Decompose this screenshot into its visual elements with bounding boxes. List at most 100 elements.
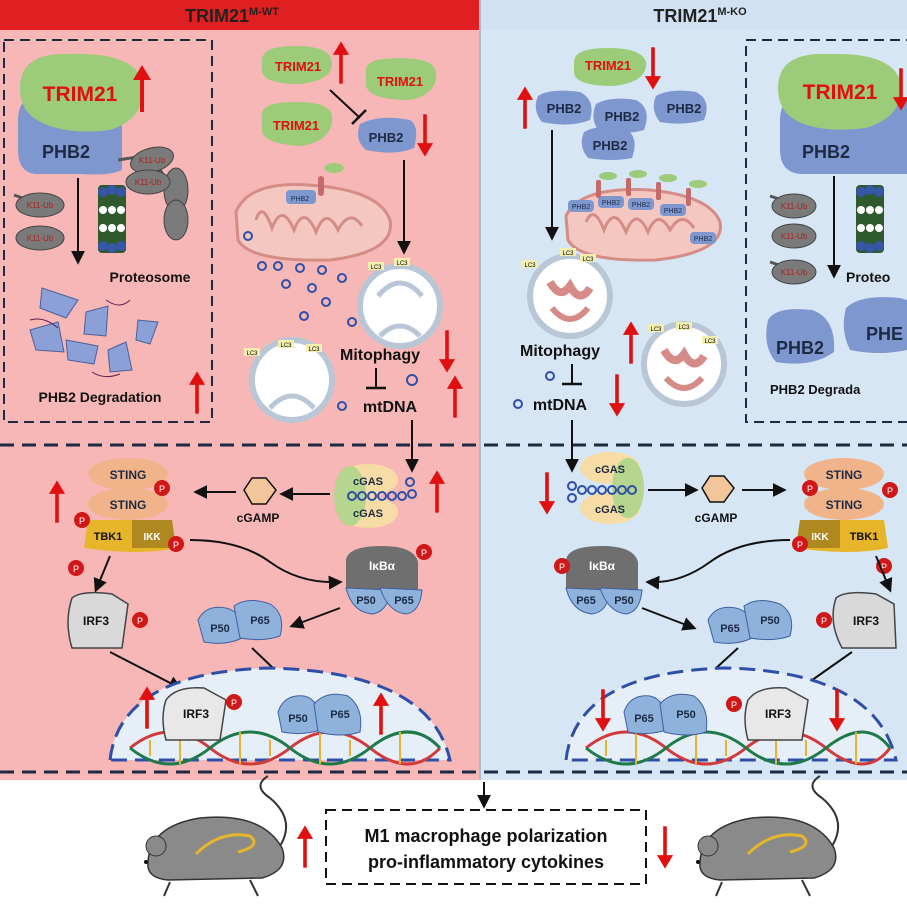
svg-text:IKK: IKK xyxy=(811,532,829,543)
svg-text:P: P xyxy=(559,562,565,572)
svg-text:IRF3: IRF3 xyxy=(853,614,879,628)
svg-text:PHB2: PHB2 xyxy=(776,338,824,358)
svg-text:P50: P50 xyxy=(760,615,780,627)
left-autophagosome-2: LC3 LC3 LC3 xyxy=(244,337,335,423)
left-cgas: cGAS cGAS xyxy=(334,464,417,528)
svg-text:P65: P65 xyxy=(330,709,350,721)
left-proteasome-icon xyxy=(98,185,126,253)
svg-text:K11-Ub: K11-Ub xyxy=(781,268,808,277)
right-header-bar xyxy=(480,0,907,30)
svg-text:K11-Ub: K11-Ub xyxy=(781,232,808,241)
outcome-line-2: pro-inflammatory cytokines xyxy=(368,852,604,872)
svg-text:LC3: LC3 xyxy=(246,351,258,357)
svg-text:P: P xyxy=(231,698,237,708)
right-sting-complex: STING STING IKK TBK1 P P P P xyxy=(792,458,898,574)
svg-text:PHB2: PHB2 xyxy=(572,204,590,211)
mouse-left-icon xyxy=(144,775,288,897)
right-proteasome-icon xyxy=(856,185,884,253)
svg-text:P: P xyxy=(807,484,813,494)
svg-text:K11-Ub: K11-Ub xyxy=(27,201,54,210)
left-phb2-free: PHB2 xyxy=(358,117,417,153)
left-trim21-b: TRIM21 xyxy=(366,58,437,100)
svg-text:P: P xyxy=(731,700,737,710)
left-irf3: IRF3 P xyxy=(67,591,148,649)
left-ikba-complex: IκBα P P50 P65 xyxy=(345,544,432,615)
svg-text:STING: STING xyxy=(110,468,147,482)
right-nucleus: P65 P50 IRF3 P xyxy=(564,666,898,766)
right-autophagosome-1: LC3 LC3 LC3 xyxy=(522,248,613,339)
right-irf3: IRF3 P xyxy=(816,591,897,649)
svg-text:PHB2: PHB2 xyxy=(593,138,628,153)
svg-text:IκBα: IκBα xyxy=(589,559,616,573)
svg-text:PHB2: PHB2 xyxy=(369,130,404,145)
svg-text:LC3: LC3 xyxy=(704,339,716,345)
left-mitophagy-label: Mitophagy xyxy=(340,347,420,364)
svg-text:PHB2: PHB2 xyxy=(694,236,712,243)
left-box-trim21-phb2: TRIM21 PHB2 xyxy=(18,53,143,175)
right-mtdna-label: mtDNA xyxy=(533,397,588,414)
svg-text:P: P xyxy=(887,486,893,496)
svg-text:K11-Ub: K11-Ub xyxy=(27,234,54,243)
right-mitophagy-label: Mitophagy xyxy=(520,343,600,360)
svg-text:TRIM21: TRIM21 xyxy=(273,118,319,133)
left-p50-p65-free: P50 P65 xyxy=(197,600,283,644)
svg-text:TRIM21: TRIM21 xyxy=(803,81,878,104)
svg-text:LC3: LC3 xyxy=(650,327,662,333)
svg-text:P65: P65 xyxy=(634,713,654,725)
right-box-phb2-intact: PHB2 PHE xyxy=(766,297,907,364)
right-cgamp-label: cGAMP xyxy=(695,511,738,525)
right-box-trim21-phb2: TRIM21 PHB2 xyxy=(778,53,907,174)
left-trim21-c: TRIM21 xyxy=(262,102,333,146)
svg-text:P: P xyxy=(797,540,803,550)
right-p65-p50-free: P65 P50 xyxy=(707,600,793,644)
svg-text:P: P xyxy=(421,548,427,558)
svg-text:P: P xyxy=(173,540,179,550)
left-nucleus: IRF3 P P50 P65 xyxy=(108,666,452,766)
right-trim21-top: TRIM21 xyxy=(574,48,647,86)
svg-text:PHB2: PHB2 xyxy=(667,101,702,116)
svg-text:P: P xyxy=(73,564,79,574)
svg-text:K11-Ub: K11-Ub xyxy=(135,178,162,187)
left-mtdna-dots xyxy=(243,231,357,327)
svg-text:TBK1: TBK1 xyxy=(850,531,879,543)
svg-text:P50: P50 xyxy=(676,709,696,721)
left-ub-chain: K11-Ub K11-Ub K11-Ub K11-Ub xyxy=(13,146,189,251)
left-autophagosome-1: LC3 LC3 xyxy=(357,258,443,349)
left-mtdna-label: mtDNA xyxy=(363,399,418,416)
left-proteosome-label: Proteosome xyxy=(110,269,191,285)
svg-text:IRF3: IRF3 xyxy=(765,707,791,721)
svg-text:cGAS: cGAS xyxy=(595,504,625,516)
svg-text:TBK1: TBK1 xyxy=(94,531,123,543)
right-degradation-box xyxy=(745,39,907,423)
svg-text:PHB2: PHB2 xyxy=(802,142,850,162)
svg-text:P: P xyxy=(881,562,887,572)
svg-text:cGAS: cGAS xyxy=(353,508,383,520)
svg-text:P: P xyxy=(79,516,85,526)
svg-text:P65: P65 xyxy=(576,595,596,607)
left-trim21-a: TRIM21 xyxy=(262,46,333,84)
svg-text:P: P xyxy=(137,616,143,626)
left-cgamp-icon xyxy=(243,477,277,505)
left-degradation-box xyxy=(3,39,213,423)
svg-text:IRF3: IRF3 xyxy=(183,707,209,721)
outcome-line-1: M1 macrophage polarization xyxy=(364,826,607,846)
right-cgas: cGAS cGAS xyxy=(567,452,644,524)
svg-text:P50: P50 xyxy=(210,623,230,635)
right-ub-chain: K11-Ub K11-Ub K11-Ub xyxy=(769,193,817,285)
svg-text:PHB2: PHB2 xyxy=(632,202,650,209)
svg-text:LC3: LC3 xyxy=(396,261,408,267)
left-mitochondrion: PHB2 xyxy=(234,163,392,262)
svg-text:PHB2: PHB2 xyxy=(291,196,309,203)
svg-text:PHE: PHE xyxy=(866,324,903,344)
left-degradation-label: PHB2 Degradation xyxy=(39,389,162,405)
svg-text:K11-Ub: K11-Ub xyxy=(139,156,166,165)
svg-text:LC3: LC3 xyxy=(562,251,574,257)
left-header-title: TRIM21M-WT xyxy=(185,6,279,26)
svg-text:IKK: IKK xyxy=(143,532,161,543)
svg-text:P65: P65 xyxy=(394,595,414,607)
svg-text:TRIM21: TRIM21 xyxy=(585,58,631,73)
svg-text:LC3: LC3 xyxy=(582,257,594,263)
